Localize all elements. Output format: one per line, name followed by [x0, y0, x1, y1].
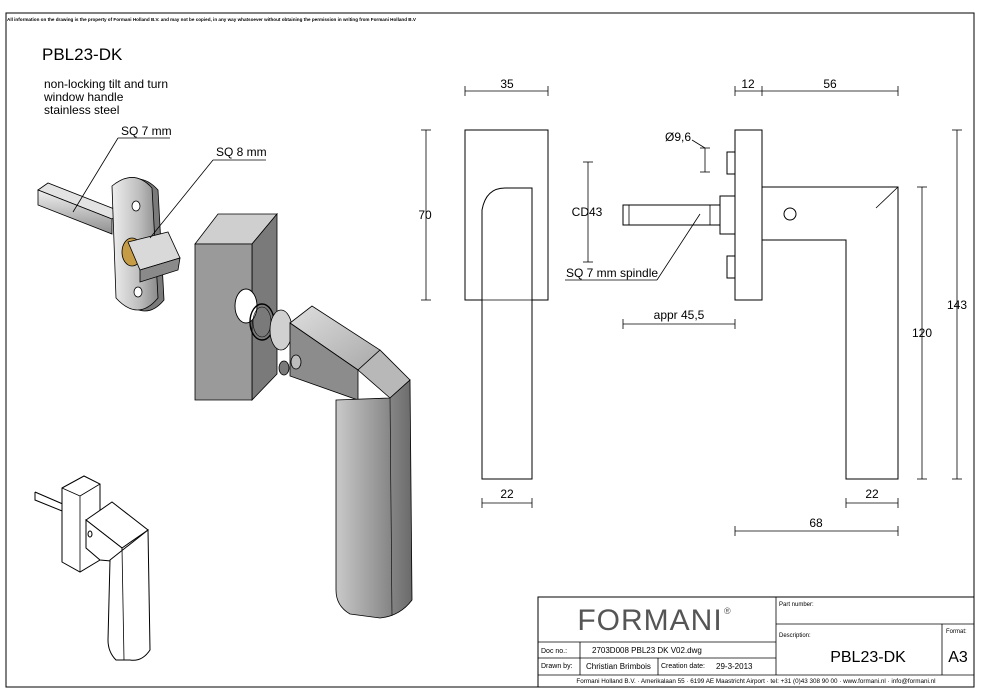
callout-sq8: SQ 8 mm: [216, 145, 267, 159]
side-view: 12 56 Ø9,6 CD43 SQ 7 mm spindle appr 45,…: [565, 77, 967, 536]
creation-date: 29-3-2013: [716, 662, 753, 671]
creation-date-label: Creation date:: [661, 663, 705, 670]
dim-side-bottom-width: 22: [865, 487, 879, 501]
callout-spindle: SQ 7 mm spindle: [566, 266, 658, 280]
backplate-hole: [234, 288, 258, 324]
dim-side-cd: CD43: [572, 205, 603, 219]
callouts-3d: SQ 7 mm SQ 8 mm: [72, 124, 267, 239]
dim-front-bottom-width: 22: [500, 487, 514, 501]
dim-side-spindle-length: appr 45,5: [654, 308, 705, 322]
doc-no-label: Doc no.:: [541, 648, 567, 655]
description-label: Description:: [779, 633, 811, 639]
product-code: PBL23-DK: [42, 45, 123, 64]
dim-front-width: 35: [500, 77, 514, 91]
backplate-block: [194, 243, 253, 401]
dim-front-height: 70: [418, 208, 432, 222]
drawn-by: Christian Brimbois: [586, 662, 651, 671]
product-description-line-1: non-locking tilt and turn: [44, 77, 168, 91]
handle-collar: [269, 309, 293, 351]
rose-screw-hole-top: [131, 200, 141, 212]
dim-side-top-width: 56: [823, 77, 837, 91]
exploded-view: [37, 177, 413, 619]
product-description-line-3: stainless steel: [44, 103, 119, 117]
spindle-bar-side: [37, 189, 113, 235]
format-label: Format:: [946, 629, 967, 635]
copyright-notice: All information on the drawing is the pr…: [7, 17, 417, 22]
iso-sketch: [34, 475, 151, 661]
drawing-frame: [5, 12, 975, 688]
front-view: 35 70 22: [418, 77, 549, 508]
description-value: PBL23-DK: [830, 649, 906, 666]
brand-registered-mark: ®: [724, 606, 731, 616]
side-screw-hole: [783, 207, 797, 221]
title-block-footer: Formani Holland B.V. · Amerikalaan 55 · …: [576, 678, 935, 685]
front-handle: [481, 187, 533, 480]
handle-grip: [335, 379, 413, 619]
drawn-by-label: Drawn by:: [541, 663, 573, 670]
side-rose: [734, 129, 763, 301]
doc-no: 2703D008 PBL23 DK V02.dwg: [592, 646, 702, 655]
dim-side-diameter: Ø9,6: [665, 130, 691, 144]
callout-sq7: SQ 7 mm: [121, 124, 172, 138]
brand-logo: FORMANI: [577, 604, 722, 637]
dim-side-overall-width: 68: [809, 516, 823, 530]
product-description-line-2: window handle: [43, 90, 124, 104]
dim-side-rose-thickness: 12: [741, 77, 755, 91]
grub-screw: [278, 360, 290, 376]
title-block: FORMANI ® Doc no.: 2703D008 PBL23 DK V02…: [537, 596, 975, 688]
format-value: A3: [948, 649, 968, 666]
dim-side-height-total: 143: [947, 298, 967, 312]
side-handle: [761, 186, 899, 480]
side-spindle: [622, 204, 721, 226]
dim-side-height-handle: 120: [912, 326, 932, 340]
part-number-label: Part number:: [779, 602, 814, 608]
rose-screw-hole-bottom: [133, 286, 143, 298]
